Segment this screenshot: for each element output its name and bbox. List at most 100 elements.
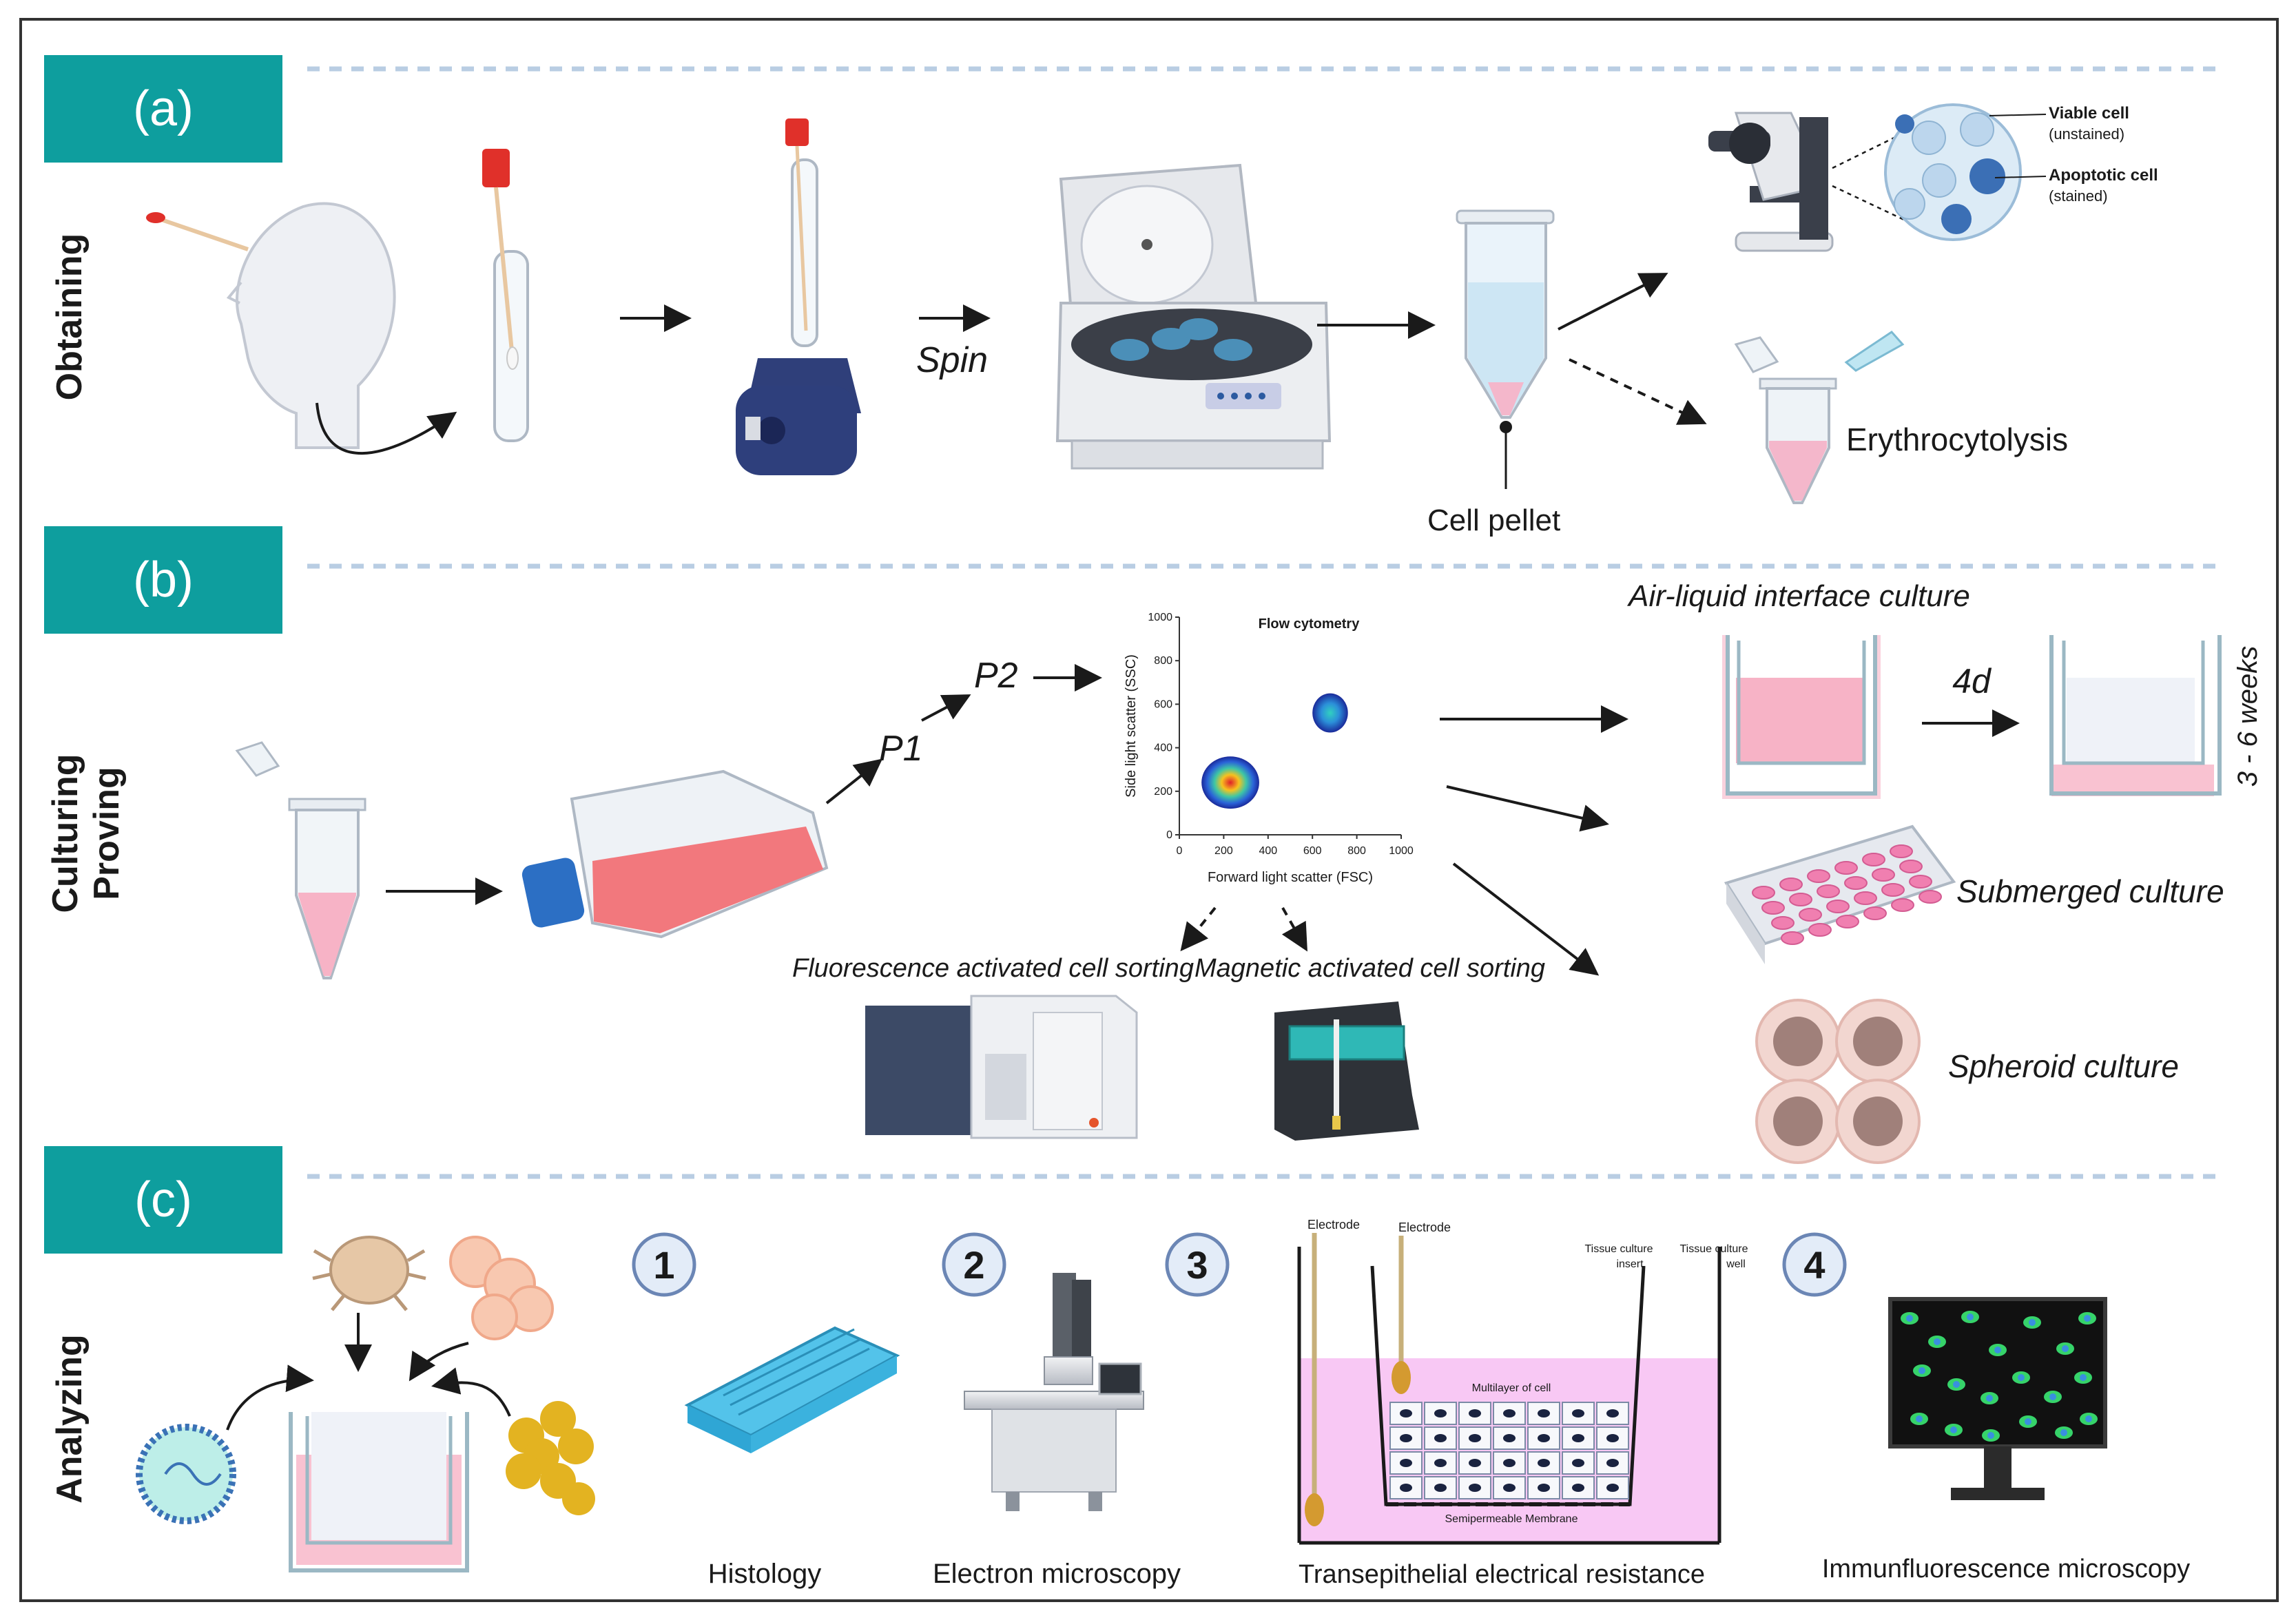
teer-cell-nucleus <box>1503 1409 1516 1418</box>
method-number-4: 4 <box>1782 1232 1847 1297</box>
plate-well <box>1826 900 1850 913</box>
flow-title: Flow cytometry <box>1259 616 1361 632</box>
plate-well <box>1854 891 1877 905</box>
virus-icon <box>136 1424 236 1524</box>
arrow-head-to-tube <box>316 402 457 455</box>
plate-well <box>1771 916 1795 930</box>
section-b-side-label-1: Culturing <box>45 754 85 913</box>
teer-cell-nucleus <box>1400 1409 1412 1418</box>
flow-y-tick-label: 1000 <box>1148 612 1172 623</box>
erythrocytolysis-label: Erythrocytolysis <box>1846 422 2068 457</box>
section-b-tag-text: (b) <box>133 552 194 608</box>
arrow-flow-to-macs <box>1281 907 1307 952</box>
teer-cell <box>1424 1402 1457 1425</box>
teer-cell-nucleus <box>1606 1484 1619 1492</box>
teer-cell-nucleus <box>1400 1459 1412 1467</box>
swab-tube <box>482 149 529 442</box>
section-a: (a) Obtaining Spin <box>44 55 2225 537</box>
flow-y-tick-label: 800 <box>1154 655 1172 667</box>
section-c-tag-text: (c) <box>134 1172 192 1227</box>
electron-microscope <box>964 1273 1144 1511</box>
section-b-tag <box>44 526 282 634</box>
plate-well <box>1781 931 1804 945</box>
teer-cell-nucleus <box>1434 1409 1447 1418</box>
method-number-2: 2 <box>942 1232 1006 1297</box>
erythrocytolysis-tubes <box>1734 331 1905 504</box>
svg-text:1: 1 <box>653 1243 674 1287</box>
multilayer-label: Multilayer of cell <box>1472 1382 1551 1394</box>
flow-x-tick-label: 1000 <box>1389 845 1414 857</box>
teer-cell-nucleus <box>1400 1484 1412 1492</box>
plate-well <box>1807 869 1830 883</box>
section-c-side-label: Analyzing <box>50 1334 90 1504</box>
figure-frame <box>19 18 2279 1602</box>
arrow-flow-to-spheroid <box>1452 862 1600 976</box>
fluorescent-nucleus <box>1934 1338 1941 1345</box>
four-days-label: 4d <box>1952 662 1992 700</box>
spheroid-cluster <box>1755 999 1921 1164</box>
plate-well <box>1899 860 1923 873</box>
histology-label: Histology <box>708 1559 822 1589</box>
fluorescent-nucleus <box>1994 1347 2001 1353</box>
vortex-mixer <box>736 118 861 475</box>
section-b-side-label-2: Proving <box>87 767 127 900</box>
em-label: Electron microscopy <box>933 1559 1181 1589</box>
viable-cell-note: (unstained) <box>2049 125 2124 143</box>
fluorescent-nucleus <box>2062 1345 2069 1352</box>
microscope-illustration <box>1708 112 1914 252</box>
fluorescent-nucleus <box>1950 1426 1957 1433</box>
plate-well <box>1752 886 1775 900</box>
electrode-label-1: Electrode <box>1307 1218 1360 1232</box>
submerged-plate <box>1724 824 1956 964</box>
cells-icon <box>449 1236 554 1340</box>
flow-y-tick-label: 600 <box>1154 698 1172 710</box>
section-a-side-label: Obtaining <box>50 233 90 401</box>
tissue-well-label-1: Tissue culture <box>1680 1243 1748 1255</box>
pellet-tube <box>1456 209 1555 489</box>
teer-label: Transepithelial electrical resistance <box>1299 1560 1705 1589</box>
weeks-label: 3 - 6 weeks <box>2233 646 2263 787</box>
facs-machine <box>865 995 1138 1139</box>
plate-well <box>1799 908 1822 922</box>
section-a-tag <box>44 55 282 163</box>
teer-cell-nucleus <box>1606 1409 1619 1418</box>
plate-well <box>1918 890 1942 904</box>
teer-cell <box>1562 1476 1595 1499</box>
plate-well <box>1834 861 1858 875</box>
culture-flask <box>521 769 829 939</box>
teer-cell-nucleus <box>1572 1409 1584 1418</box>
teer-cell-nucleus <box>1434 1459 1447 1467</box>
teer-cell-nucleus <box>1538 1459 1550 1467</box>
mite-icon <box>312 1236 426 1311</box>
plate-well <box>1789 893 1812 906</box>
svg-text:3: 3 <box>1186 1243 1208 1287</box>
ali-label: Air-liquid interface culture <box>1626 579 1970 613</box>
membrane-label: Semipermeable Membrane <box>1445 1513 1578 1525</box>
apoptotic-cell-label: Apoptotic cell <box>2049 166 2158 185</box>
section-b: (b) Culturing Proving P1 P2 Flow cytomet… <box>44 526 2263 1164</box>
arrow-flow-to-facs <box>1180 906 1217 952</box>
plate-well <box>1890 844 1913 858</box>
arrow-pellet-to-lysis <box>1569 358 1707 425</box>
tissue-well-label-2: well <box>1726 1258 1746 1270</box>
flow-x-tick-label: 200 <box>1214 845 1233 857</box>
svg-text:4: 4 <box>1803 1243 1825 1287</box>
section-c-tag <box>44 1146 282 1254</box>
histology-cassette <box>684 1326 900 1453</box>
teer-cell <box>1562 1426 1595 1450</box>
fluorescent-nucleus <box>2049 1393 2056 1400</box>
fluorescent-nucleus <box>2080 1374 2087 1381</box>
svg-text:2: 2 <box>963 1243 984 1287</box>
fluorescent-nucleus <box>1916 1415 1923 1422</box>
teer-cell-nucleus <box>1572 1434 1584 1442</box>
macs-label: Magnetic activated cell sorting <box>1194 954 1545 983</box>
arrow-pellet-to-microscope <box>1558 273 1668 331</box>
arrow-bacteria-to-insert <box>431 1367 511 1417</box>
flow-y-label: Side light scatter (SSC) <box>1124 654 1139 798</box>
teer-diagram <box>1297 1233 1721 1545</box>
fluorescent-nucleus <box>2018 1374 2025 1381</box>
teer-cell-nucleus <box>1469 1459 1481 1467</box>
fluorescent-nucleus <box>1953 1381 1960 1388</box>
